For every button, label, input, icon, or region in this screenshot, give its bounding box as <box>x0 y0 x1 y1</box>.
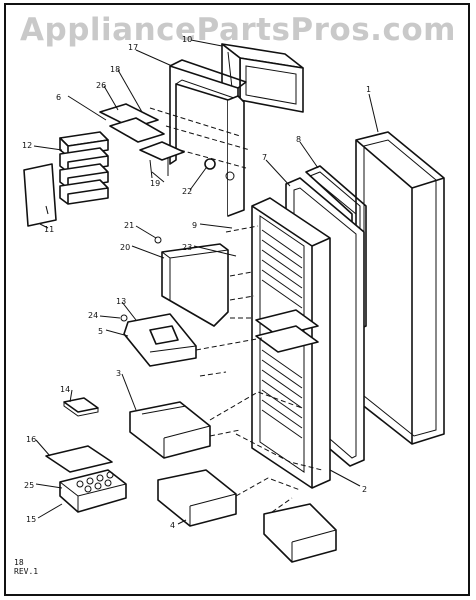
callout-12: 12 <box>22 141 32 150</box>
callout-24: 24 <box>88 311 98 320</box>
callout-4: 4 <box>170 521 175 530</box>
callout-1: 1 <box>366 85 371 94</box>
ice-cube-cells <box>76 471 114 493</box>
callout-21: 21 <box>124 221 134 230</box>
part-small-tray <box>63 397 99 417</box>
callout-2: 2 <box>362 485 367 494</box>
callout-labels: 1 2 3 4 5 6 7 8 9 10 11 12 13 14 15 16 1… <box>22 35 371 530</box>
leader-lines <box>33 39 379 525</box>
part-outer-door <box>355 131 445 445</box>
assembly-guide-lines <box>149 107 323 513</box>
callout-18: 18 <box>110 65 120 74</box>
part-door-bin-lower <box>157 469 237 527</box>
liner-shelf-ribs <box>261 229 303 439</box>
callout-20: 20 <box>120 243 130 252</box>
callout-19: 19 <box>150 179 160 188</box>
callout-25: 25 <box>24 481 34 490</box>
part-inner-door-liner <box>251 197 331 489</box>
callout-11: 11 <box>44 225 54 234</box>
part-door-bin-large <box>129 401 211 459</box>
callout-17: 17 <box>128 43 138 52</box>
callout-14: 14 <box>60 385 70 394</box>
part-small-door-panel <box>23 163 57 227</box>
part-bin-cover <box>154 236 229 327</box>
part-ice-tray-assembly <box>45 445 127 513</box>
callout-10: 10 <box>182 35 192 44</box>
sheet-number: 18 <box>14 558 24 567</box>
callout-22: 22 <box>182 187 192 196</box>
callout-16: 16 <box>26 435 36 444</box>
callout-23: 23 <box>182 243 192 252</box>
part-ice-containers <box>59 131 109 205</box>
callout-6: 6 <box>56 93 61 102</box>
callout-5: 5 <box>98 327 103 336</box>
part-top-frame <box>169 59 247 217</box>
diagram-frame <box>4 3 470 596</box>
callout-9: 9 <box>192 221 197 230</box>
callout-7: 7 <box>262 153 267 162</box>
revision-note: 18 REV.1 <box>14 558 38 576</box>
callout-13: 13 <box>116 297 126 306</box>
part-door-bin-bottom <box>263 503 337 563</box>
callout-3: 3 <box>116 369 121 378</box>
callout-15: 15 <box>26 515 36 524</box>
watermark: AppliancePartsPros.com <box>20 12 456 48</box>
callout-26: 26 <box>96 81 106 90</box>
callout-8: 8 <box>296 135 301 144</box>
part-shelf-plates <box>99 103 185 179</box>
part-damper-knob <box>204 158 235 181</box>
part-dispenser-tray <box>120 313 197 367</box>
revision-label: REV.1 <box>14 567 39 576</box>
